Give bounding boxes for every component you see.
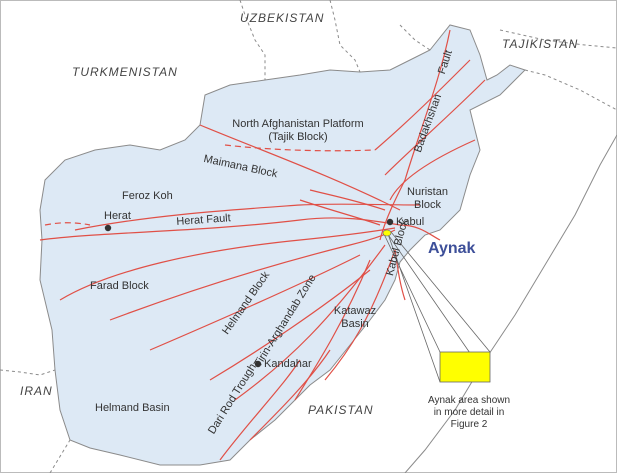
- label-city-herat: Herat: [104, 210, 131, 222]
- label-feroz-koh: Feroz Koh: [122, 190, 173, 202]
- city-marker-kandahar: [254, 360, 262, 368]
- border-tajik-west: [399, 24, 431, 51]
- label-nuristan-line2: Block: [414, 199, 441, 211]
- fault-badakhshan: [379, 29, 451, 241]
- city-marker-herat: [104, 224, 112, 232]
- label-katawaz-line1: Katawaz: [333, 305, 377, 317]
- fault-helmand-1: [109, 229, 396, 321]
- aynak-note-line3: Figure 2: [450, 419, 488, 430]
- fault-dari-rod: [219, 359, 301, 461]
- label-katawaz-line2: Basin: [341, 318, 369, 330]
- farad-boundary: [44, 222, 91, 226]
- fault-center-2: [309, 189, 386, 211]
- label-north-platform-line1: North Afghanistan Platform: [232, 118, 364, 130]
- fault-north-2: [384, 79, 486, 176]
- label-north-platform: North Afghanistan Platform (Tajik Block): [218, 118, 378, 144]
- aynak-note-line2: in more detail in: [433, 407, 505, 418]
- fault-farad: [59, 227, 396, 301]
- label-aynak: Aynak: [428, 240, 476, 257]
- label-city-kandahar: Kandahar: [264, 358, 312, 370]
- callout-line-2: [387, 233, 441, 383]
- border-uzbek-west: [239, 0, 266, 80]
- label-iran: IRAN: [20, 384, 53, 398]
- callout-line-3: [390, 231, 491, 353]
- fault-helmand-2: [149, 254, 361, 351]
- fault-north-1: [374, 59, 471, 151]
- fault-east: [399, 224, 441, 241]
- fault-katawaz: [294, 259, 371, 401]
- fault-north-3: [389, 139, 476, 201]
- fault-katawaz-2: [324, 249, 396, 381]
- fault-feroz: [74, 203, 421, 231]
- faults: [39, 29, 486, 461]
- border-pakistan-north: [524, 69, 617, 111]
- border-pakistan-east: [404, 134, 617, 473]
- label-helmand-basin: Helmand Basin: [95, 402, 170, 414]
- label-farad: Farad Block: [90, 280, 149, 292]
- label-city-kabul: Kabul: [396, 216, 425, 228]
- aynak-note-line1: Aynak area shown: [427, 395, 511, 406]
- label-tajikistan: TAJIKISTAN: [502, 37, 579, 51]
- border-uzbek-east: [329, 0, 361, 73]
- label-nuristan: Nuristan Block: [400, 186, 455, 212]
- label-pakistan: PAKISTAN: [308, 403, 374, 417]
- fault-center: [299, 199, 381, 226]
- aynak-note: Aynak area shown in more detail in Figur…: [420, 395, 518, 431]
- platform-boundary: [224, 144, 376, 152]
- city-marker-kabul: [386, 218, 394, 226]
- label-turkmenistan: TURKMENISTAN: [72, 65, 178, 79]
- callout-line-1: [383, 233, 441, 353]
- label-katawaz: Katawaz Basin: [330, 305, 380, 331]
- border-tajik-north: [499, 29, 617, 49]
- label-north-platform-line2: (Tajik Block): [268, 131, 328, 143]
- aynak-location-marker: [382, 229, 392, 237]
- label-nuristan-line1: Nuristan: [407, 186, 448, 198]
- fault-dari-rod-2: [249, 349, 331, 441]
- border-iran: [0, 369, 56, 376]
- fault-tirin: [209, 269, 371, 381]
- afghanistan-landmass: [39, 24, 526, 466]
- aynak-detail-box: [439, 351, 491, 383]
- fault-maimana: [199, 124, 401, 211]
- label-uzbekistan: UZBEKISTAN: [240, 11, 325, 25]
- border-iran-south: [49, 439, 71, 473]
